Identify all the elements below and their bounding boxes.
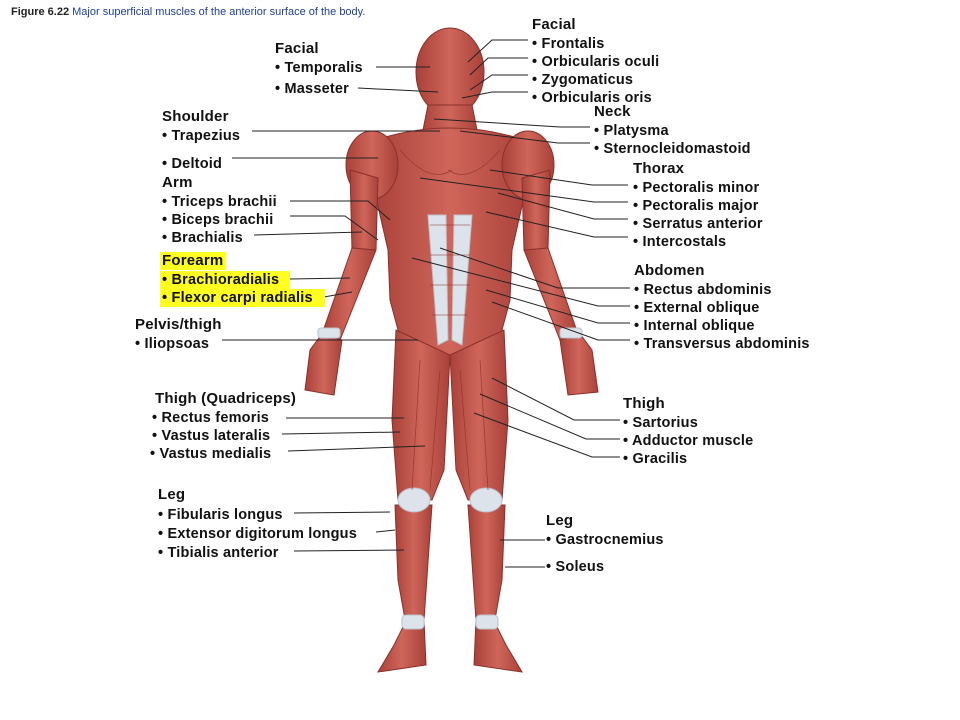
label-deltoid: Deltoid	[162, 155, 240, 173]
label-orbicularis-oculi: Orbicularis oculi	[532, 53, 660, 71]
right-upper-arm	[521, 169, 551, 251]
linea-alba	[427, 214, 449, 346]
left-hand	[304, 333, 343, 396]
label-temporalis: Temporalis	[275, 59, 363, 77]
rectus-sheath	[451, 214, 473, 346]
body-silhouette	[304, 27, 599, 673]
label-intercostals: Intercostals	[633, 233, 763, 251]
group-thigh: Thigh Sartorius Adductor muscle Gracilis	[623, 395, 753, 468]
label-vastus-medialis: Vastus medialis	[150, 445, 296, 463]
label-transversus-abdominis: Transversus abdominis	[634, 335, 810, 353]
group-neck: Neck Platysma Sternocleidomastoid	[594, 103, 751, 158]
group-heading: Thigh (Quadriceps)	[155, 390, 297, 407]
group-heading: Arm	[162, 174, 193, 191]
right-knee	[469, 487, 503, 513]
group-heading: Shoulder	[162, 108, 229, 125]
group-heading: Neck	[594, 103, 631, 120]
label-fibularis-longus: Fibularis longus	[158, 506, 357, 524]
group-heading: Thorax	[633, 160, 685, 177]
label-external-oblique: External oblique	[634, 299, 810, 317]
left-knee	[397, 487, 431, 513]
figure-number: Figure 6.22	[11, 6, 70, 18]
label-platysma: Platysma	[594, 122, 751, 140]
right-hand	[559, 333, 599, 396]
group-heading: Leg	[158, 486, 186, 503]
label-biceps-brachii: Biceps brachii	[162, 211, 277, 229]
group-heading: Forearm	[160, 252, 227, 270]
label-tibialis-anterior: Tibialis anterior	[158, 544, 357, 562]
group-shoulder: Shoulder Trapezius Deltoid	[162, 108, 240, 173]
label-gracilis: Gracilis	[623, 450, 753, 468]
left-ankle	[401, 614, 425, 630]
label-masseter: Masseter	[275, 80, 363, 98]
figure-caption: Figure 6.22 Major superficial muscles of…	[11, 6, 365, 18]
label-brachioradialis: Brachioradialis	[160, 271, 290, 289]
label-flexor-carpi-radialis: Flexor carpi radialis	[160, 289, 325, 307]
left-wrist	[317, 327, 341, 339]
group-thigh-quadriceps: Thigh (Quadriceps) Rectus femoris Vastus…	[152, 390, 296, 463]
left-forearm	[321, 247, 377, 341]
right-wrist	[559, 327, 583, 339]
figure-caption-text: Major superficial muscles of the anterio…	[72, 6, 366, 18]
group-heading: Leg	[546, 512, 574, 529]
group-heading: Thigh	[623, 395, 665, 412]
label-gastrocnemius: Gastrocnemius	[546, 531, 664, 549]
label-frontalis: Frontalis	[532, 35, 659, 53]
label-adductor-muscle: Adductor muscle	[623, 432, 753, 450]
group-leg-right: Leg Gastrocnemius Soleus	[546, 512, 664, 576]
label-internal-oblique: Internal oblique	[634, 317, 810, 335]
label-rectus-abdominis: Rectus abdominis	[634, 281, 810, 299]
group-thorax: Thorax Pectoralis minor Pectoralis major…	[633, 160, 763, 251]
group-heading: Pelvis/thigh	[135, 316, 222, 333]
group-facial-right: Facial Frontalis Orbicularis oculi Zygom…	[532, 16, 659, 107]
label-iliopsoas: Iliopsoas	[135, 335, 222, 353]
muscle-outlines	[399, 149, 501, 491]
label-vastus-lateralis: Vastus lateralis	[152, 427, 296, 445]
label-pectoralis-major: Pectoralis major	[633, 197, 763, 215]
label-serratus-anterior: Serratus anterior	[633, 215, 763, 233]
label-sartorius: Sartorius	[623, 414, 753, 432]
label-sternocleidomastoid: Sternocleidomastoid	[594, 140, 751, 158]
label-zygomaticus: Zygomaticus	[532, 71, 659, 89]
group-heading: Abdomen	[634, 262, 705, 279]
label-soleus: Soleus	[546, 558, 664, 576]
group-abdomen: Abdomen Rectus abdominis External obliqu…	[634, 262, 810, 353]
left-thigh	[391, 329, 451, 501]
group-arm: Arm Triceps brachii Biceps brachii Brach…	[162, 174, 277, 247]
label-pectoralis-minor: Pectoralis minor	[633, 179, 763, 197]
label-rectus-femoris: Rectus femoris	[152, 409, 296, 427]
group-heading: Facial	[532, 16, 576, 33]
left-lower-leg	[394, 504, 433, 626]
tendons	[317, 214, 583, 630]
group-pelvis-thigh: Pelvis/thigh Iliopsoas	[135, 316, 222, 353]
left-upper-arm	[349, 169, 379, 251]
label-brachialis: Brachialis	[162, 229, 277, 247]
label-triceps-brachii: Triceps brachii	[162, 193, 277, 211]
right-lower-leg	[467, 504, 506, 626]
label-trapezius: Trapezius	[162, 127, 240, 145]
group-heading: Facial	[275, 40, 319, 57]
group-forearm: Forearm Brachioradialis Flexor carpi rad…	[160, 252, 325, 307]
group-leg-left: Leg Fibularis longus Extensor digitorum …	[158, 486, 357, 562]
label-orbicularis-oris: Orbicularis oris	[532, 89, 659, 107]
label-extensor-digitorum-longus: Extensor digitorum longus	[158, 525, 357, 543]
right-ankle	[475, 614, 499, 630]
group-facial-left: Facial Temporalis Masseter	[275, 40, 363, 98]
